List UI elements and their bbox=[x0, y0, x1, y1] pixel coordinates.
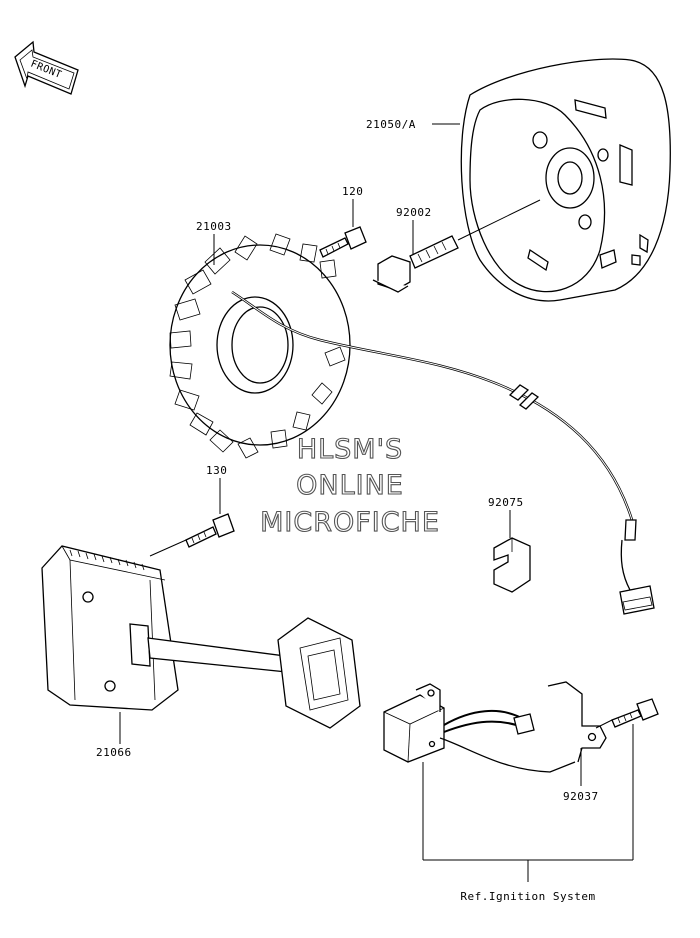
part-number-92037: 92037 bbox=[563, 790, 599, 803]
clip-92075 bbox=[493, 537, 531, 593]
stator-coil bbox=[169, 233, 655, 615]
part-number-21066: 21066 bbox=[96, 746, 132, 759]
watermark-line-1: HLSM'S bbox=[297, 434, 403, 465]
part-number-92002: 92002 bbox=[396, 206, 432, 219]
watermark: HLSM'S ONLINE MICROFICHE bbox=[260, 433, 440, 538]
bolt-bracket bbox=[611, 698, 659, 728]
pulser-coil-bracket bbox=[383, 681, 607, 773]
part-number-flywheel: 21050/A bbox=[366, 118, 416, 131]
reference-bracket-lines bbox=[422, 724, 634, 882]
reference-label: Ref.Ignition System bbox=[460, 890, 595, 903]
bolt-120 bbox=[319, 226, 367, 258]
part-number-120: 120 bbox=[342, 185, 363, 198]
front-arrow-icon: FRONT bbox=[14, 40, 79, 95]
flywheel-rotor bbox=[460, 58, 671, 302]
part-number-92075: 92075 bbox=[488, 496, 524, 509]
watermark-line-2: ONLINE bbox=[296, 470, 404, 501]
bolt-130 bbox=[185, 513, 235, 548]
bolt-92002 bbox=[372, 235, 459, 293]
part-number-21003: 21003 bbox=[196, 220, 232, 233]
part-number-130: 130 bbox=[206, 464, 227, 477]
watermark-line-3: MICROFICHE bbox=[260, 507, 440, 538]
regulator-rectifier bbox=[41, 545, 361, 729]
